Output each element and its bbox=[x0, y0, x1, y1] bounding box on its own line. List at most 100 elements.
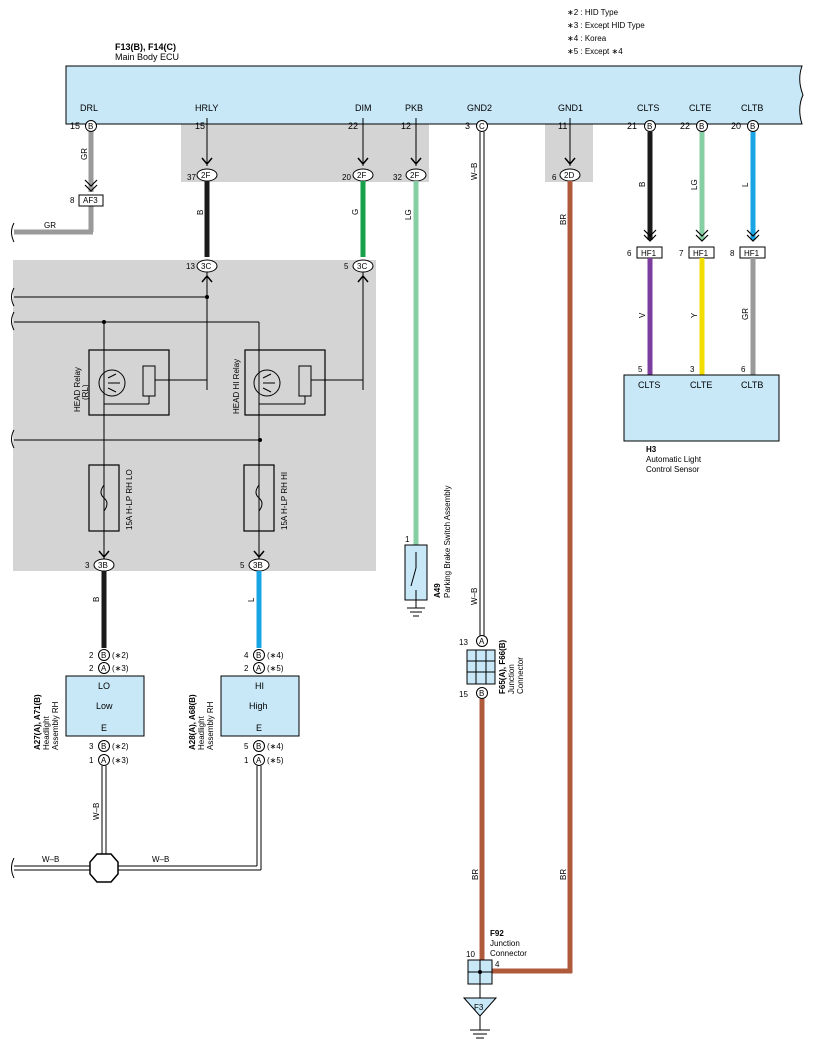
notes: ∗2 : HID Type ∗3 : Except HID Type ∗4 : … bbox=[567, 8, 645, 56]
svg-text:F92: F92 bbox=[490, 929, 504, 938]
svg-text:Junction: Junction bbox=[490, 939, 520, 948]
svg-text:3: 3 bbox=[690, 365, 695, 374]
svg-text:3B: 3B bbox=[253, 561, 263, 570]
wire-gnd2-wb: W–B W–B bbox=[470, 132, 485, 636]
ecu-term-hrly: HRLY bbox=[195, 103, 218, 113]
svg-text:7: 7 bbox=[679, 249, 684, 258]
head-relay: HEAD Relay (RL) bbox=[73, 349, 208, 560]
svg-text:1: 1 bbox=[244, 756, 249, 765]
svg-text:A: A bbox=[256, 664, 262, 673]
svg-text:15: 15 bbox=[195, 121, 205, 131]
svg-text:BR: BR bbox=[471, 869, 480, 880]
svg-text:Low: Low bbox=[96, 701, 113, 711]
svg-text:(∗2): (∗2) bbox=[112, 742, 129, 751]
svg-text:(∗5): (∗5) bbox=[267, 664, 284, 673]
svg-text:HI: HI bbox=[255, 681, 264, 691]
main-body-ecu: F13(B), F14(C) Main Body ECU DRL HRLY DI… bbox=[65, 42, 804, 125]
svg-text:BR: BR bbox=[559, 869, 568, 880]
svg-text:B: B bbox=[92, 597, 101, 602]
svg-text:15: 15 bbox=[70, 121, 80, 131]
svg-text:32: 32 bbox=[393, 173, 402, 182]
wire-hrly-b: 37 2F B 13 3C bbox=[186, 118, 218, 390]
ecu-term-pkb: PKB bbox=[405, 103, 423, 113]
svg-text:2: 2 bbox=[244, 664, 249, 673]
svg-text:4: 4 bbox=[495, 960, 500, 969]
ecu-term-dim: DIM bbox=[355, 103, 372, 113]
svg-text:GR: GR bbox=[44, 221, 56, 230]
headlight-lo: 2 B (∗2) 2 A (∗3) LO Low E 3 B (∗2) 1 A … bbox=[33, 649, 145, 766]
svg-text:CLTS: CLTS bbox=[638, 380, 660, 390]
wire-drl-gr: GR GR AF3 8 bbox=[11, 132, 104, 243]
svg-text:Assembly RH: Assembly RH bbox=[51, 701, 60, 750]
light-control-sensor: CLTS CLTE CLTB H3 Automatic Light Contro… bbox=[623, 374, 780, 474]
svg-text:22: 22 bbox=[680, 121, 690, 131]
note-1: ∗2 : HID Type bbox=[567, 8, 619, 17]
svg-text:(∗4): (∗4) bbox=[267, 742, 284, 751]
connector-af3: AF3 bbox=[83, 196, 98, 205]
wire-cltb: L 8 HF1 GR 6 bbox=[730, 132, 766, 375]
svg-text:W–B: W–B bbox=[92, 803, 101, 820]
svg-text:11: 11 bbox=[558, 121, 567, 131]
svg-text:A: A bbox=[101, 664, 107, 673]
svg-text:A: A bbox=[101, 756, 107, 765]
fuse-hi-label: 15A H-LP RH HI bbox=[280, 472, 289, 530]
svg-text:5: 5 bbox=[344, 262, 349, 271]
svg-text:2F: 2F bbox=[201, 171, 210, 180]
svg-text:8: 8 bbox=[70, 196, 75, 205]
svg-text:Connector: Connector bbox=[516, 657, 525, 694]
fuse-lo: 15A H-LP RH LO bbox=[88, 464, 134, 532]
svg-text:B: B bbox=[750, 122, 755, 131]
svg-text:1: 1 bbox=[89, 756, 94, 765]
svg-text:CLTE: CLTE bbox=[690, 380, 712, 390]
svg-text:B: B bbox=[101, 742, 106, 751]
svg-text:Control Sensor: Control Sensor bbox=[646, 465, 700, 474]
svg-text:A: A bbox=[256, 756, 262, 765]
svg-text:B: B bbox=[647, 122, 652, 131]
svg-text:2F: 2F bbox=[410, 171, 419, 180]
svg-text:(∗2): (∗2) bbox=[112, 651, 129, 660]
wire-lo-b: 3 3B B bbox=[85, 550, 115, 648]
svg-text:B: B bbox=[88, 122, 93, 131]
svg-text:B: B bbox=[699, 122, 704, 131]
svg-text:Y: Y bbox=[690, 312, 699, 318]
parking-brake-name: Parking Brake Switch Assembly bbox=[443, 486, 452, 599]
svg-text:GR: GR bbox=[80, 148, 89, 160]
svg-text:12: 12 bbox=[401, 121, 411, 131]
wire-br-jc: BR bbox=[471, 699, 485, 960]
svg-text:2: 2 bbox=[89, 664, 94, 673]
svg-text:L: L bbox=[247, 597, 256, 602]
ecu-pins: 15 B 15 22 12 3 C 11 21 B 22 B 20 B bbox=[70, 120, 759, 132]
svg-text:13: 13 bbox=[459, 638, 468, 647]
svg-text:High: High bbox=[249, 701, 268, 711]
headlight-hi: 4 B (∗4) 2 A (∗5) HI High E 5 B (∗4) 1 A… bbox=[188, 649, 300, 766]
svg-text:B: B bbox=[479, 689, 484, 698]
svg-text:6: 6 bbox=[627, 249, 632, 258]
svg-text:10: 10 bbox=[466, 950, 475, 959]
svg-text:HF1: HF1 bbox=[641, 249, 657, 258]
svg-text:(∗4): (∗4) bbox=[267, 651, 284, 660]
svg-text:Assembly RH: Assembly RH bbox=[206, 701, 215, 750]
svg-text:4: 4 bbox=[244, 651, 249, 660]
svg-text:C: C bbox=[479, 122, 485, 131]
svg-text:A: A bbox=[479, 637, 485, 646]
svg-text:13: 13 bbox=[186, 262, 195, 271]
junction-connector-f65: 13 A 15 B F65(A), F66(B) Junction Connec… bbox=[459, 635, 525, 699]
svg-text:3: 3 bbox=[465, 121, 470, 131]
fuse-lo-label: 15A H-LP RH LO bbox=[125, 469, 134, 530]
note-4: ∗5 : Except ∗4 bbox=[567, 47, 623, 56]
svg-text:20: 20 bbox=[342, 173, 351, 182]
svg-text:BR: BR bbox=[559, 214, 568, 225]
svg-text:6: 6 bbox=[552, 173, 557, 182]
svg-text:(RL): (RL) bbox=[81, 384, 90, 400]
svg-text:G: G bbox=[351, 209, 360, 215]
ecu-term-gnd2: GND2 bbox=[467, 103, 492, 113]
svg-text:21: 21 bbox=[627, 121, 637, 131]
ecu-term-drl: DRL bbox=[80, 103, 98, 113]
svg-text:B: B bbox=[638, 182, 647, 187]
svg-text:5: 5 bbox=[638, 365, 643, 374]
svg-text:(∗3): (∗3) bbox=[112, 664, 129, 673]
svg-text:CLTB: CLTB bbox=[741, 380, 763, 390]
ecu-term-clte: CLTE bbox=[689, 103, 711, 113]
relay-box-wiring bbox=[11, 287, 262, 449]
